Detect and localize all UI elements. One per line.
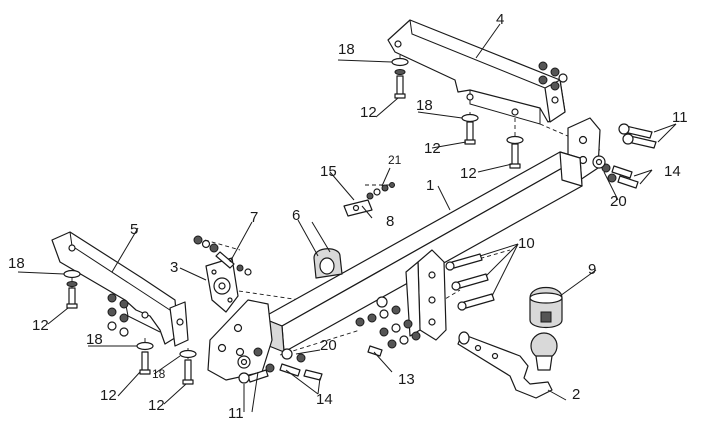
label-6: 6 (292, 207, 300, 224)
label-14-right: 14 (664, 163, 681, 180)
label-5: 5 (130, 221, 138, 238)
socket-bolt-spring (193, 235, 252, 276)
label-1: 1 (426, 177, 434, 194)
label-2: 2 (572, 386, 580, 403)
rubber-bumper (313, 248, 343, 279)
bracket-nut-cluster (355, 296, 421, 357)
nut-cluster-left (107, 293, 129, 337)
label-18-upper-mid: 18 (416, 97, 433, 114)
label-11-right: 11 (672, 109, 688, 126)
bracket-bolts-10 (445, 253, 495, 311)
label-12-upper-mid: 12 (424, 140, 441, 157)
label-15: 15 (320, 163, 337, 180)
label-7: 7 (250, 209, 258, 226)
label-18-upper-left: 18 (338, 41, 355, 58)
label-9: 9 (588, 261, 596, 278)
lower-bolts (237, 347, 323, 384)
label-12-lower-left: 12 (100, 387, 117, 404)
label-18-left: 18 (8, 255, 25, 272)
small-plate-assembly (343, 182, 395, 217)
upper-washer-bolt-set (391, 57, 524, 169)
label-3: 3 (170, 259, 178, 276)
ball-neck (457, 331, 558, 399)
ball-cover (529, 286, 563, 329)
label-18-lower-left: 18 (86, 331, 103, 348)
left-end-plate (207, 299, 273, 381)
socket-bracket (205, 257, 239, 313)
label-4: 4 (496, 11, 504, 28)
label-11-bottom: 11 (228, 405, 244, 422)
label-14-bottom: 14 (316, 391, 333, 408)
leader-lines (17, 23, 677, 413)
label-20-bottom: 20 (320, 337, 337, 354)
label-12-left: 12 (32, 317, 49, 334)
part-labels: 1 2 3 4 5 6 7 8 9 10 11 11 12 12 12 12 1… (8, 11, 688, 422)
label-12-upper-right: 12 (460, 165, 477, 182)
label-10: 10 (518, 235, 535, 252)
nut-cluster-upper (538, 61, 568, 91)
label-12-upper-left: 12 (360, 104, 377, 121)
label-21: 21 (388, 153, 402, 167)
label-20-right: 20 (610, 193, 627, 210)
left-side-bracket (51, 231, 189, 347)
ball-mount-bracket (405, 249, 447, 341)
label-18-lower-mid: 18 (152, 367, 166, 381)
right-bolts (592, 123, 657, 189)
label-8: 8 (386, 213, 394, 230)
label-12-lower-mid: 12 (148, 397, 165, 414)
label-13: 13 (398, 371, 415, 388)
right-side-bracket (387, 19, 566, 125)
